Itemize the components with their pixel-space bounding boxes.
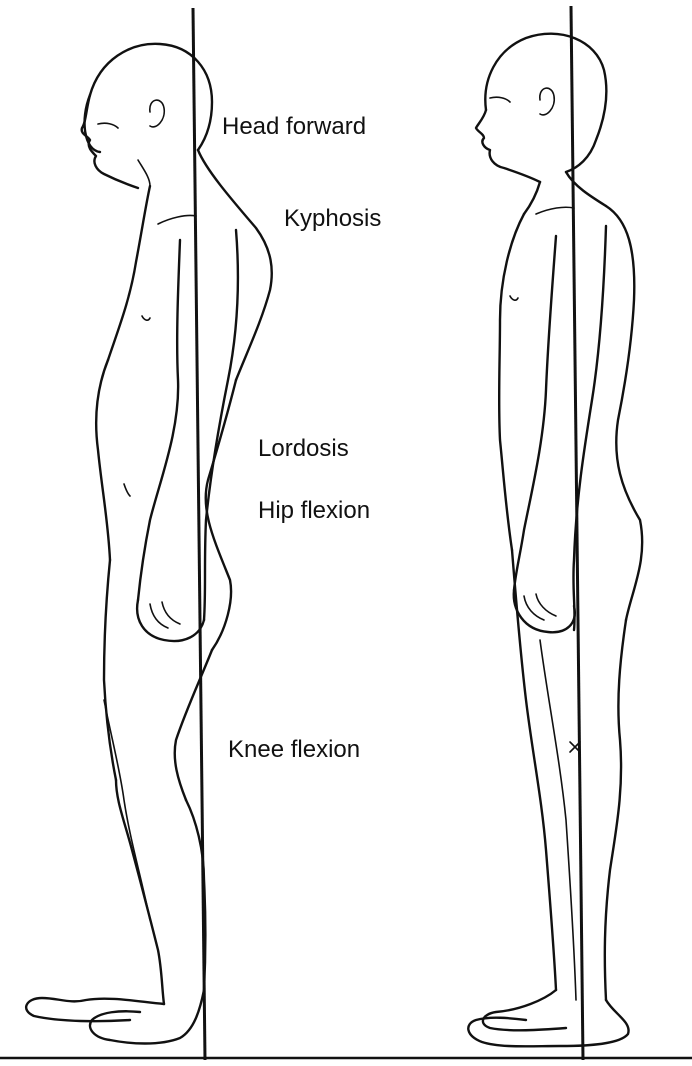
- hand-right: [514, 590, 575, 632]
- figure-good-posture: [468, 34, 642, 1047]
- foot-front-right: [468, 1000, 628, 1046]
- foot-back-right: [483, 990, 566, 1030]
- head-outline-right: [485, 34, 606, 172]
- leg-front-right: [512, 550, 556, 990]
- label-head-forward: Head forward: [222, 113, 366, 140]
- nipple-left: [142, 316, 150, 320]
- inner-leg-left: [104, 700, 150, 920]
- arm-front-right: [514, 236, 556, 590]
- face-profile-left: [82, 95, 138, 188]
- plumb-line-left: [193, 8, 205, 1060]
- fingers-left: [150, 602, 180, 628]
- hand-left: [137, 600, 204, 641]
- shin-front-left: [116, 780, 164, 1004]
- label-hip-flexion: Hip flexion: [258, 497, 370, 524]
- fingers-right: [524, 594, 556, 620]
- upper-back-left: [198, 150, 272, 380]
- leg-back-right: [605, 620, 626, 1000]
- navel-left: [124, 484, 130, 496]
- ear-left: [150, 100, 164, 127]
- label-kyphosis: Kyphosis: [284, 205, 381, 232]
- neck-front-right: [524, 182, 540, 214]
- arm-front-left: [138, 240, 180, 600]
- thigh-back-left: [175, 650, 212, 800]
- ear-right: [540, 88, 554, 115]
- figure-poor-posture: [26, 44, 272, 1044]
- arm-back-left: [204, 230, 238, 620]
- eye-left: [98, 123, 118, 128]
- nipple-right: [510, 296, 518, 300]
- torso-front-right: [499, 214, 524, 550]
- belly-left: [96, 360, 110, 560]
- label-knee-flexion: Knee flexion: [228, 736, 360, 763]
- inner-leg-right: [540, 640, 576, 1000]
- chest-left: [108, 186, 150, 360]
- clavicle-right: [536, 207, 574, 214]
- back-right: [606, 206, 642, 620]
- face-profile-right: [476, 110, 540, 182]
- label-lordosis: Lordosis: [258, 435, 349, 462]
- clavicle-left: [158, 215, 196, 224]
- eye-right: [490, 97, 510, 102]
- jaw-left: [138, 160, 150, 186]
